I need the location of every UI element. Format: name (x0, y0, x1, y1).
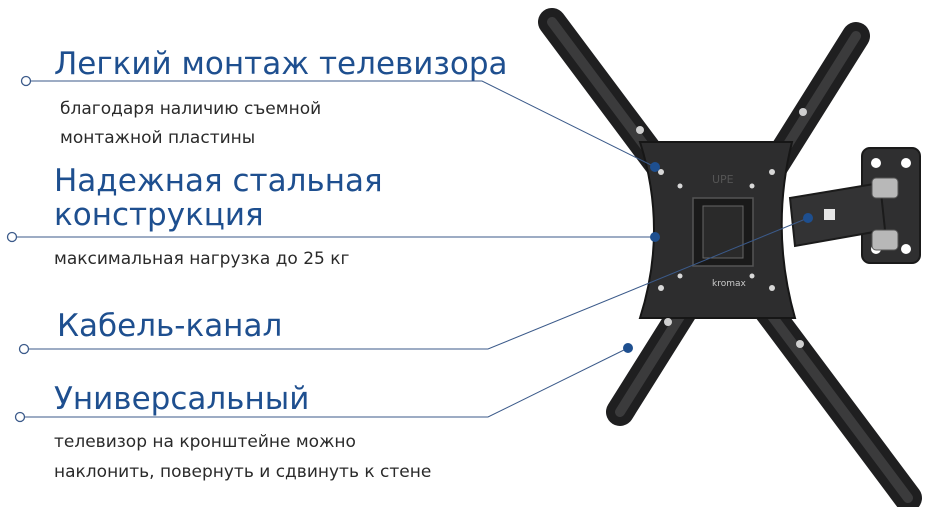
leader-line-universal (24, 347, 629, 418)
bracket-bolts (636, 108, 807, 348)
feature-title-steel-construction-line-2: конструкция (54, 197, 264, 233)
mounting-plate: UPE kromax (638, 141, 797, 319)
feature-desc-universal-line-2: наклонить, повернуть и сдвинуть к стене (54, 462, 432, 482)
feature-title-easy-mounting: Легкий монтаж телевизора (54, 46, 508, 82)
feature-desc-max-load: максимальная нагрузка до 25 кг (54, 249, 350, 269)
leader-line-mounting (30, 80, 656, 168)
callout-start-markers (6, 75, 32, 423)
swivel-arm (788, 177, 899, 251)
feature-title-cable-channel: Кабель-канал (57, 308, 283, 344)
leader-line-cable (28, 217, 809, 350)
plate-mark: UPE (712, 173, 734, 186)
callout-leaders (16, 80, 809, 418)
brand-logo: kromax (712, 279, 747, 289)
feature-desc-universal-line-1: телевизор на кронштейне можно (54, 432, 356, 452)
feature-title-universal: Универсальный (54, 381, 310, 417)
feature-desc-easy-mounting-line-1: благодаря наличию съемной (60, 99, 322, 119)
callout-end-dots (623, 162, 813, 353)
feature-desc-easy-mounting-line-2: монтажной пластины (60, 128, 256, 148)
feature-title-steel-construction-line-1: Надежная стальная (54, 163, 383, 199)
